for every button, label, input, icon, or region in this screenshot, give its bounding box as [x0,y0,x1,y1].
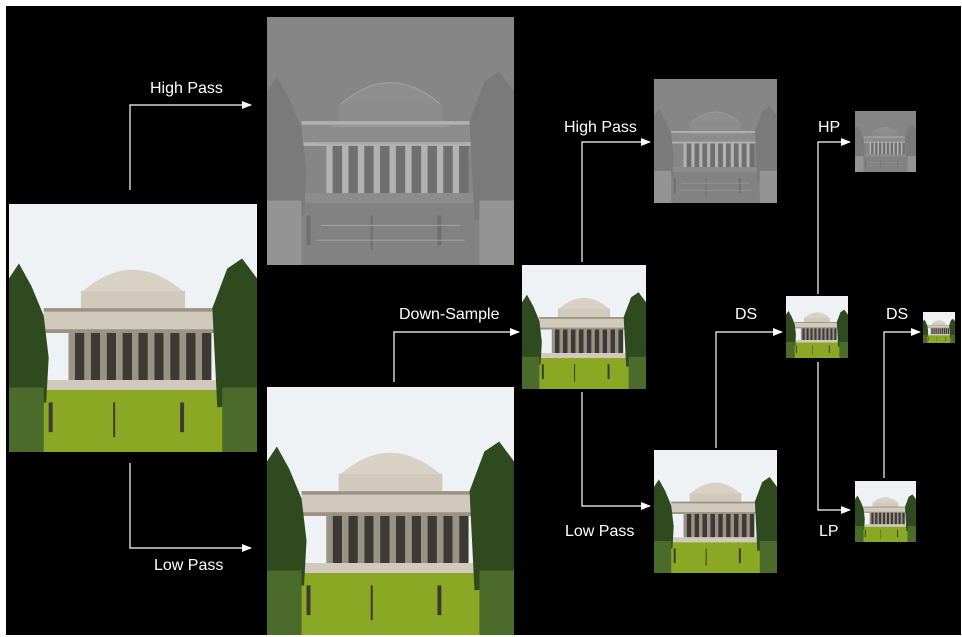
original-image [9,204,257,452]
high-pass-image-1 [267,17,514,265]
label-ds-2: DS [735,306,757,324]
downsampled-image-2 [786,296,848,358]
arrow-high-pass-2 [582,142,650,262]
label-high-pass-2: High Pass [564,119,637,137]
arrow-down-sample-1 [394,332,519,382]
label-down-sample-1: Down-Sample [399,306,499,324]
lp-image-3 [855,481,916,542]
arrow-low-pass-1 [130,463,251,548]
label-low-pass-2: Low Pass [565,523,634,541]
arrow-hp-3 [818,142,850,294]
label-lp-3: LP [819,523,839,541]
label-ds-3: DS [886,306,908,324]
arrow-high-pass-1 [130,105,251,190]
arrow-ds-2 [716,332,782,448]
low-pass-image-1 [267,387,514,635]
downsampled-image-3 [923,312,955,343]
low-pass-image-2 [654,450,777,573]
high-pass-image-2 [654,79,777,203]
label-high-pass-1: High Pass [150,80,223,98]
label-low-pass-1: Low Pass [154,557,223,575]
arrow-ds-3 [884,332,920,478]
arrow-lp-3 [818,362,850,510]
label-hp-3: HP [818,119,840,137]
downsampled-image-1 [522,265,646,389]
arrow-low-pass-2 [582,392,650,506]
hp-image-3 [855,111,916,172]
